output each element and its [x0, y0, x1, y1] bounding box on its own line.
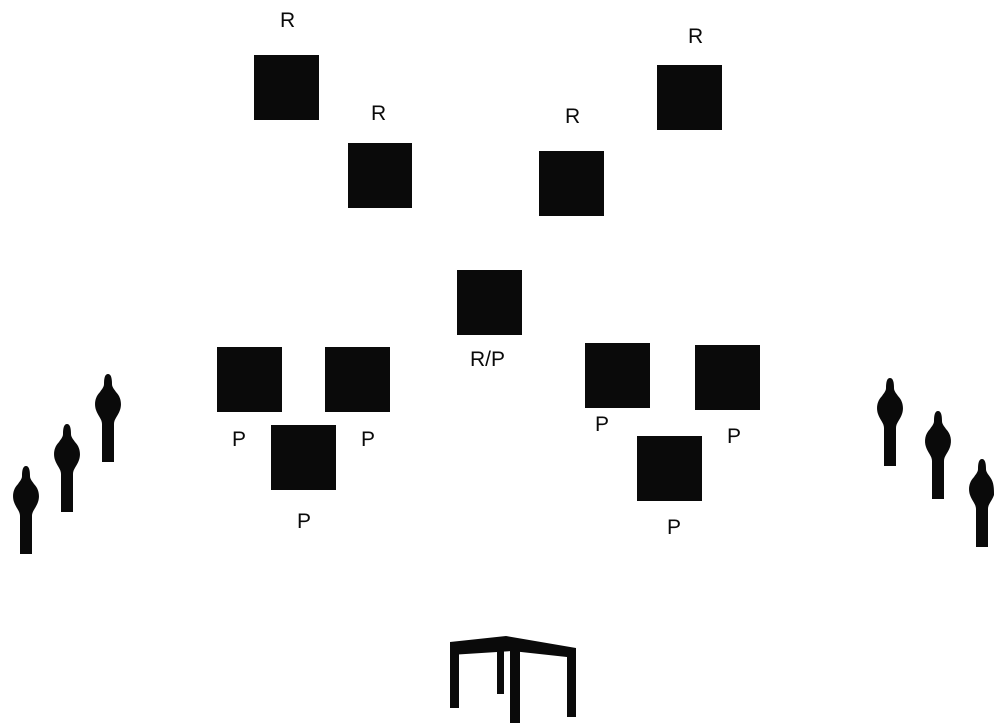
label-p-left-3: P — [297, 510, 312, 533]
square-p-left-1 — [217, 347, 282, 412]
square-r-top-right — [657, 65, 722, 130]
person-silhouette-icon — [877, 378, 903, 466]
label-r-mid-left: R — [371, 102, 387, 125]
square-p-left-2 — [325, 347, 390, 412]
square-p-right-1 — [585, 343, 650, 408]
square-r-mid-left — [348, 143, 412, 208]
square-p-right-3 — [637, 436, 702, 501]
square-r-mid-right — [539, 151, 604, 216]
label-p-right-3: P — [667, 516, 682, 539]
square-p-right-2 — [695, 345, 760, 410]
square-rp-center — [457, 270, 522, 335]
person-silhouette-icon — [54, 424, 80, 512]
label-p-right-1: P — [595, 413, 610, 436]
label-r-top-right: R — [688, 25, 704, 48]
label-r-top-left: R — [280, 9, 296, 32]
person-silhouette-icon — [95, 374, 121, 462]
square-p-left-3 — [271, 425, 336, 490]
label-p-left-2: P — [361, 428, 376, 451]
person-silhouette-icon — [925, 411, 951, 499]
table-icon — [450, 636, 576, 723]
label-p-right-2: P — [727, 425, 742, 448]
label-rp-center: R/P — [470, 348, 506, 371]
label-r-mid-right: R — [565, 105, 581, 128]
person-silhouette-icon — [13, 466, 39, 554]
square-r-top-left — [254, 55, 319, 120]
label-p-left-1: P — [232, 428, 247, 451]
person-silhouette-icon — [969, 459, 994, 547]
